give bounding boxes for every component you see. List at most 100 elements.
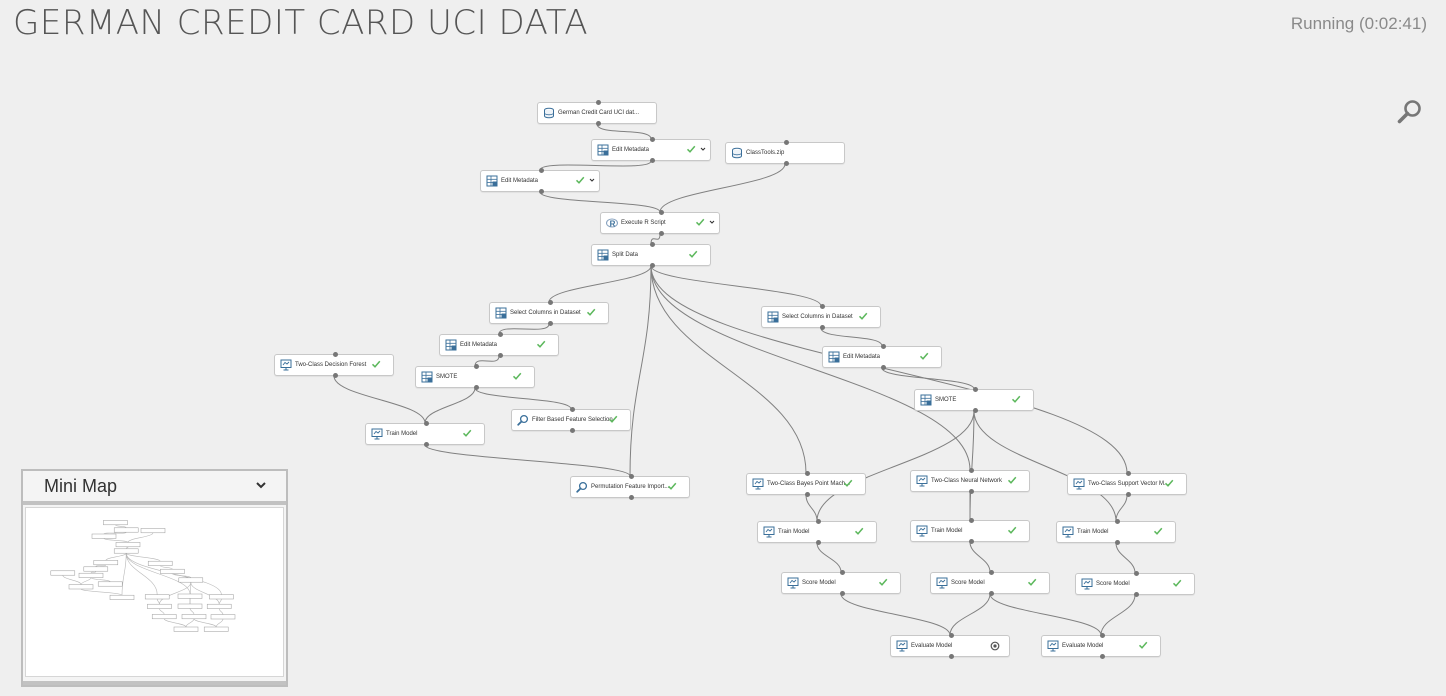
input-port[interactable] — [1133, 571, 1139, 576]
mini-map-header[interactable]: Mini Map — [23, 471, 286, 505]
input-port[interactable] — [423, 421, 429, 426]
checkmark-icon — [1153, 526, 1163, 536]
output-port[interactable] — [497, 353, 503, 358]
module-node-n1[interactable]: German Credit Card UCI dat... — [537, 100, 657, 126]
module-node-n15[interactable]: Train Model — [365, 421, 485, 447]
module-node-n19[interactable]: Two-Class Support Vector M... — [1067, 471, 1187, 497]
input-port[interactable] — [497, 332, 503, 337]
module-node-n7[interactable]: Select Columns in Dataset — [489, 300, 609, 326]
input-port[interactable] — [1125, 471, 1131, 476]
module-node-n2[interactable]: Edit Metadata — [591, 137, 711, 163]
output-port[interactable] — [1099, 654, 1105, 659]
output-port[interactable] — [658, 231, 664, 236]
input-port[interactable] — [649, 242, 655, 247]
search-module-icon — [517, 414, 529, 426]
module-node-n11[interactable]: Two-Class Decision Forest — [274, 352, 394, 378]
output-port[interactable] — [839, 591, 845, 596]
output-port[interactable] — [538, 189, 544, 194]
input-port[interactable] — [569, 407, 575, 412]
search-icon[interactable] — [1396, 98, 1424, 126]
module-node-n20[interactable]: Train Model — [757, 519, 877, 545]
output-port[interactable] — [547, 321, 553, 326]
input-port[interactable] — [988, 570, 994, 575]
module-node-n27[interactable]: Evaluate Model — [1041, 633, 1161, 659]
checkmark-icon — [1007, 475, 1017, 485]
module-node-n9[interactable]: Edit Metadata — [439, 332, 559, 358]
module-node-n6[interactable]: Split Data — [591, 242, 711, 268]
learner-icon — [763, 526, 775, 538]
input-port[interactable] — [1099, 633, 1105, 638]
output-port[interactable] — [783, 161, 789, 166]
output-port[interactable] — [815, 540, 821, 545]
input-port[interactable] — [968, 468, 974, 473]
input-port[interactable] — [595, 100, 601, 105]
output-port[interactable] — [968, 539, 974, 544]
chevron-down-icon[interactable] — [589, 177, 595, 185]
connector-line — [333, 375, 426, 424]
module-node-n3[interactable]: ClassTools.zip — [725, 140, 845, 166]
checkmark-icon — [1027, 577, 1037, 587]
module-node-n25[interactable]: Score Model — [1075, 571, 1195, 597]
input-port[interactable] — [473, 364, 479, 369]
input-port[interactable] — [804, 471, 810, 476]
output-port[interactable] — [649, 263, 655, 268]
output-port[interactable] — [649, 158, 655, 163]
module-node-n22[interactable]: Train Model — [1056, 519, 1176, 545]
output-port[interactable] — [628, 495, 634, 500]
input-port[interactable] — [783, 140, 789, 145]
input-port[interactable] — [839, 570, 845, 575]
mini-map-viewport[interactable] — [25, 507, 284, 677]
input-port[interactable] — [968, 518, 974, 523]
module-node-n16[interactable]: Permutation Feature Import... — [570, 474, 690, 500]
input-port[interactable] — [880, 344, 886, 349]
module-node-n26[interactable]: Evaluate Model — [890, 633, 1010, 659]
module-node-n23[interactable]: Score Model — [781, 570, 901, 596]
output-port[interactable] — [948, 654, 954, 659]
input-port[interactable] — [332, 352, 338, 357]
output-port[interactable] — [1125, 492, 1131, 497]
input-port[interactable] — [972, 387, 978, 392]
output-port[interactable] — [988, 591, 994, 596]
output-port[interactable] — [819, 325, 825, 330]
input-port[interactable] — [538, 168, 544, 173]
module-node-n13[interactable]: SMOTE — [914, 387, 1034, 413]
chevron-down-icon[interactable] — [700, 146, 706, 154]
module-node-n12[interactable]: SMOTE — [415, 364, 535, 390]
output-port[interactable] — [1133, 592, 1139, 597]
module-node-n8[interactable]: Select Columns in Dataset — [761, 304, 881, 330]
module-label: Evaluate Model — [911, 643, 953, 649]
connector-line — [125, 553, 222, 595]
input-port[interactable] — [547, 300, 553, 305]
input-port[interactable] — [1114, 519, 1120, 524]
output-port[interactable] — [1114, 540, 1120, 545]
connector-line — [474, 387, 572, 410]
output-port[interactable] — [972, 408, 978, 413]
output-port[interactable] — [569, 428, 575, 433]
output-port[interactable] — [804, 492, 810, 497]
input-port[interactable] — [819, 304, 825, 309]
mini-map-node — [210, 614, 236, 620]
chevron-down-icon[interactable] — [254, 478, 268, 492]
module-node-n18[interactable]: Two-Class Neural Network — [910, 468, 1030, 494]
module-node-n24[interactable]: Score Model — [930, 570, 1050, 596]
input-port[interactable] — [628, 474, 634, 479]
input-port[interactable] — [658, 210, 664, 215]
output-port[interactable] — [595, 121, 601, 126]
module-node-n14[interactable]: Filter Based Feature Selection — [511, 407, 631, 433]
chevron-down-icon[interactable] — [709, 219, 715, 227]
module-node-n17[interactable]: Two-Class Bayes Point Mach... — [746, 471, 866, 497]
input-port[interactable] — [948, 633, 954, 638]
module-node-n4[interactable]: Edit Metadata — [480, 168, 600, 194]
checkmark-icon — [536, 339, 546, 349]
module-node-n21[interactable]: Train Model — [910, 518, 1030, 544]
input-port[interactable] — [815, 519, 821, 524]
output-port[interactable] — [968, 489, 974, 494]
input-port[interactable] — [649, 137, 655, 142]
module-node-n10[interactable]: Edit Metadata — [822, 344, 942, 370]
output-port[interactable] — [880, 365, 886, 370]
output-port[interactable] — [473, 385, 479, 390]
output-port[interactable] — [332, 373, 338, 378]
output-port[interactable] — [423, 442, 429, 447]
